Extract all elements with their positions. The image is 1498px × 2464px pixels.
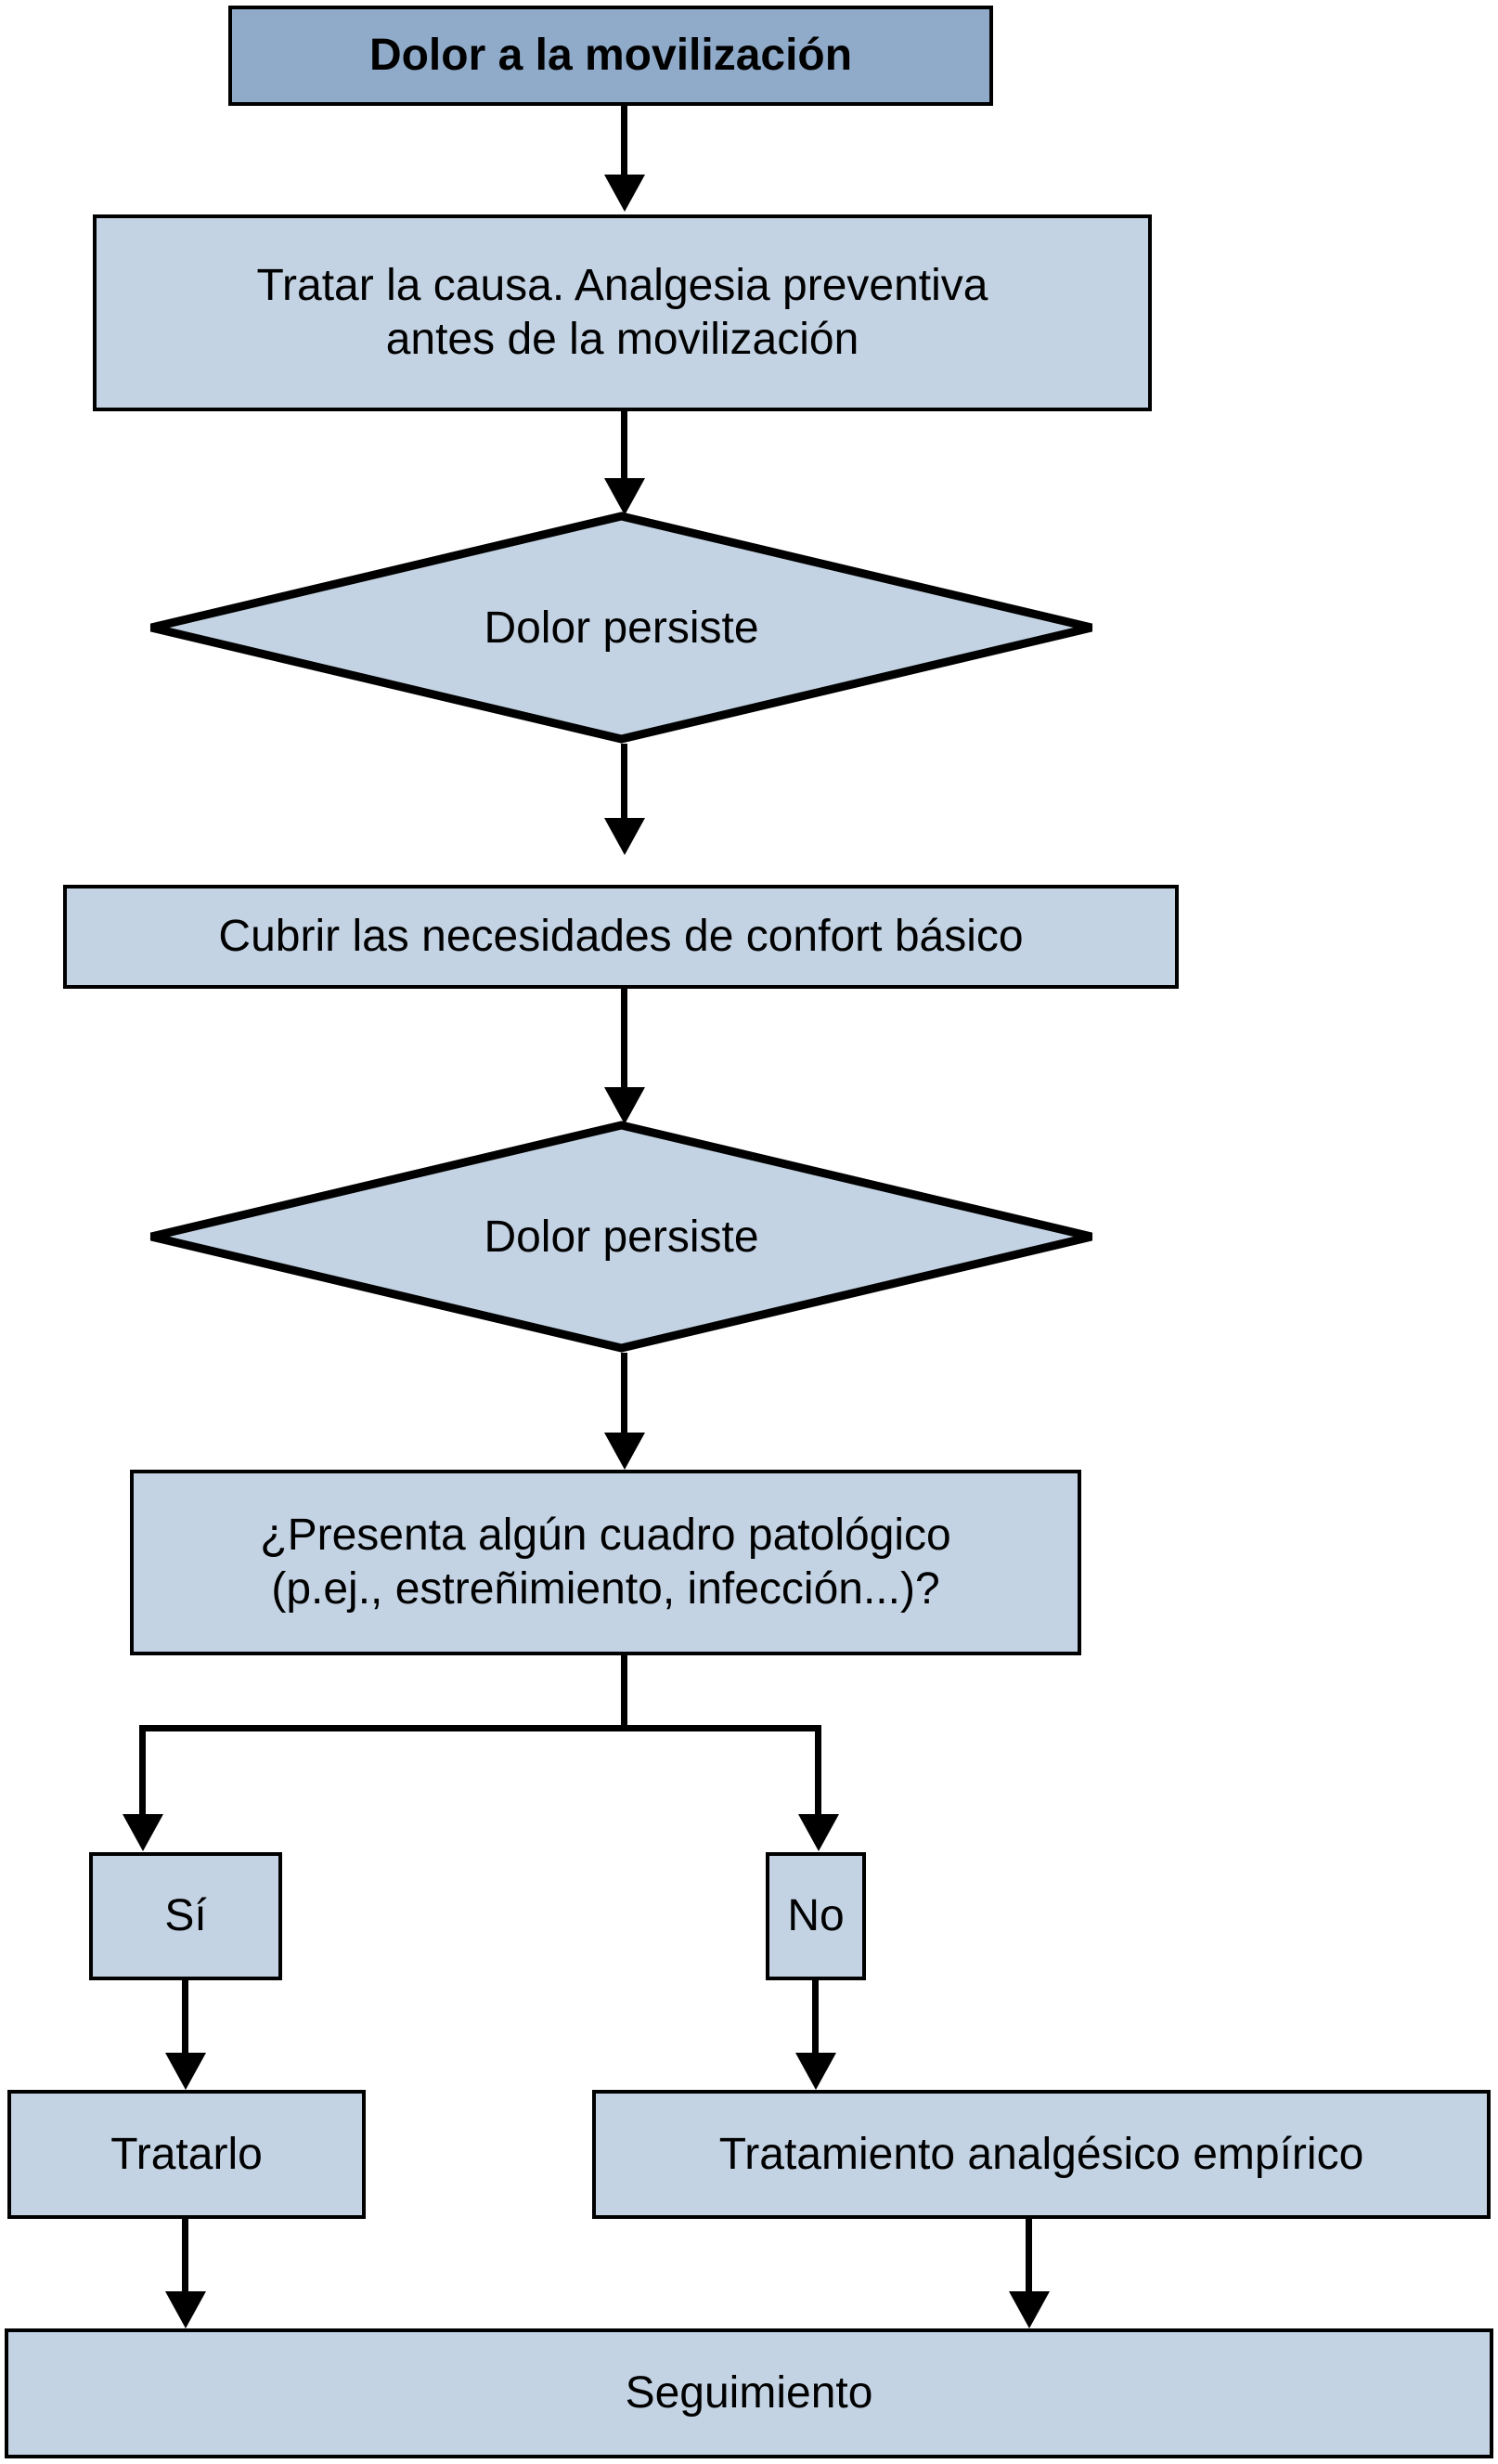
arrowhead-branch-to-no: [798, 1814, 839, 1851]
node-dolor-persiste-2[interactable]: Dolor persiste: [147, 1121, 1096, 1353]
node-tratar-la-causa[interactable]: Tratar la causa. Analgesia preventiva an…: [93, 214, 1152, 411]
arrowhead-si-to-tratarlo: [165, 2053, 206, 2090]
node-cubrir-necesidades-confort-basico[interactable]: Cubrir las necesidades de confort básico: [63, 885, 1179, 989]
connector-branch-to-si: [139, 1725, 146, 1818]
connector-dolor-persiste-1-to-confort-basico: [621, 744, 627, 822]
arrowhead-tratarlo-to-seguimiento: [165, 2291, 206, 2328]
node-no[interactable]: No: [766, 1852, 866, 1980]
connector-si-to-tratarlo: [182, 1980, 188, 2056]
connector-branch-to-no: [815, 1725, 821, 1818]
arrowhead-branch-to-si: [123, 1814, 163, 1851]
arrowhead-no-to-tratamiento-empirico: [795, 2053, 836, 2090]
node-label: Sí: [164, 1891, 207, 1941]
node-tratarlo[interactable]: Tratarlo: [7, 2090, 366, 2219]
connector-no-to-tratamiento-empirico: [812, 1980, 819, 2056]
arrowhead-dolor-persiste-1-to-confort-basico: [604, 818, 645, 855]
node-tratamiento-analgesico-empirico[interactable]: Tratamiento analgésico empírico: [592, 2090, 1491, 2219]
connector-cuadro-patologico-stem: [621, 1655, 627, 1731]
arrowhead-header-to-tratar-causa: [604, 175, 645, 212]
node-si[interactable]: Sí: [89, 1852, 282, 1980]
connector-header-to-tratar-causa: [621, 106, 627, 178]
connector-tratamiento-empirico-to-seguimiento: [1026, 2219, 1032, 2295]
node-label: Tratamiento analgésico empírico: [718, 2129, 1364, 2179]
diamond-shape: [149, 1121, 1093, 1353]
node-label: Tratar la causa. Analgesia preventiva an…: [256, 261, 988, 364]
node-dolor-persiste-1[interactable]: Dolor persiste: [147, 512, 1096, 744]
arrowhead-tratamiento-empirico-to-seguimiento: [1009, 2291, 1050, 2328]
arrowhead-confort-basico-to-dolor-persiste-2: [604, 1087, 645, 1124]
arrowhead-tratar-causa-to-dolor-persiste-1: [604, 478, 645, 515]
node-label: ¿Presenta algún cuadro patológico (p.ej.…: [260, 1511, 951, 1614]
connector-tratar-causa-to-dolor-persiste-1: [621, 411, 627, 482]
node-dolor-a-la-movilizacion[interactable]: Dolor a la movilización: [228, 6, 993, 106]
node-label: Dolor a la movilización: [368, 31, 853, 81]
connector-branch-bus: [139, 1725, 821, 1731]
node-label: Tratarlo: [110, 2129, 263, 2179]
arrowhead-dolor-persiste-2-to-cuadro-patologico: [604, 1433, 645, 1470]
node-presenta-cuadro-patologico[interactable]: ¿Presenta algún cuadro patológico (p.ej.…: [130, 1470, 1081, 1655]
node-seguimiento[interactable]: Seguimiento: [5, 2328, 1493, 2458]
connector-confort-basico-to-dolor-persiste-2: [621, 989, 627, 1091]
connector-tratarlo-to-seguimiento: [182, 2219, 188, 2295]
node-label: No: [787, 1891, 845, 1941]
diamond-shape: [149, 512, 1093, 744]
node-label: Seguimiento: [625, 2368, 873, 2419]
connector-dolor-persiste-2-to-cuadro-patologico: [621, 1353, 627, 1436]
node-label: Cubrir las necesidades de confort básico: [218, 912, 1024, 962]
